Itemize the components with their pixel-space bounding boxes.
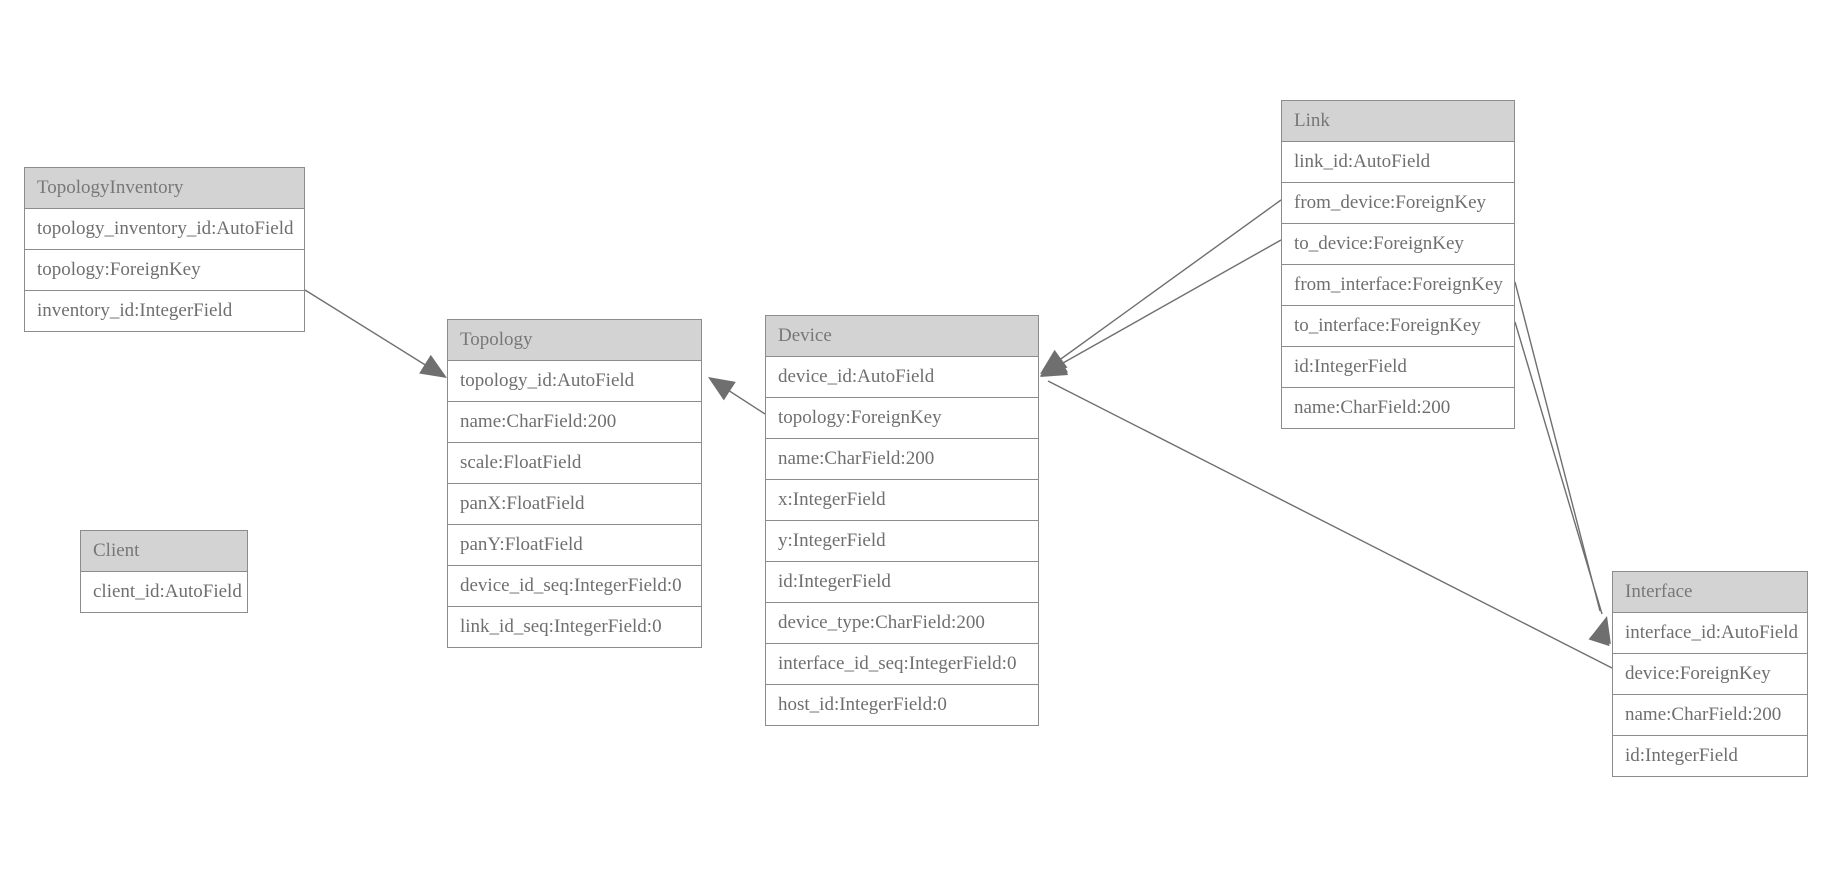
entity-field-row: name:CharField:200 [448, 402, 701, 443]
entity-field-row: id:IntegerField [766, 562, 1038, 603]
entity-field-row: panY:FloatField [448, 525, 701, 566]
entity-field-row: name:CharField:200 [1613, 695, 1807, 736]
entity-field-row: device:ForeignKey [1613, 654, 1807, 695]
entity-field-row: to_interface:ForeignKey [1282, 306, 1514, 347]
entity-field-row: y:IntegerField [766, 521, 1038, 562]
entity-field-row: interface_id:AutoField [1613, 613, 1807, 654]
entity-title-link: Link [1282, 101, 1514, 142]
entity-field-row: scale:FloatField [448, 443, 701, 484]
entity-field-row: name:CharField:200 [766, 439, 1038, 480]
entity-field-row: client_id:AutoField [81, 572, 247, 613]
relationship-line [1514, 321, 1603, 615]
entity-field-row: host_id:IntegerField:0 [766, 685, 1038, 726]
entity-field-row: device_id_seq:IntegerField:0 [448, 566, 701, 607]
entity-field-row: topology_id:AutoField [448, 361, 701, 402]
entity-field-row: from_device:ForeignKey [1282, 183, 1514, 224]
entity-field-row: name:CharField:200 [1282, 388, 1514, 429]
entity-field-row: to_device:ForeignKey [1282, 224, 1514, 265]
entity-field-row: topology:ForeignKey [766, 398, 1038, 439]
entity-title-device: Device [766, 316, 1038, 357]
entity-field-row: topology_inventory_id:AutoField [25, 209, 304, 250]
entity-field-row: from_interface:ForeignKey [1282, 265, 1514, 306]
relationship-arrowhead [708, 377, 736, 401]
relationship-line [713, 380, 766, 415]
relationship-arrowhead [1040, 353, 1069, 376]
relationship-line [1046, 199, 1282, 370]
relationship-line [1514, 281, 1601, 612]
entity-field-row: inventory_id:IntegerField [25, 291, 304, 332]
relationship-line [1046, 239, 1282, 373]
entity-field-row: link_id_seq:IntegerField:0 [448, 607, 701, 648]
relationship-line [304, 289, 444, 377]
entity-title-topology-inventory: TopologyInventory [25, 168, 304, 209]
entity-field-row: id:IntegerField [1282, 347, 1514, 388]
entity-field-row: id:IntegerField [1613, 736, 1807, 777]
entity-field-row: interface_id_seq:IntegerField:0 [766, 644, 1038, 685]
entity-field-row: link_id:AutoField [1282, 142, 1514, 183]
entity-field-row: topology:ForeignKey [25, 250, 304, 291]
entity-field-row: device_type:CharField:200 [766, 603, 1038, 644]
entity-field-row: device_id:AutoField [766, 357, 1038, 398]
entity-title-interface: Interface [1613, 572, 1807, 613]
entity-field-row: panX:FloatField [448, 484, 701, 525]
entity-title-topology: Topology [448, 320, 701, 361]
entity-title-client: Client [81, 531, 247, 572]
entity-field-row: x:IntegerField [766, 480, 1038, 521]
relationship-arrowhead [1040, 355, 1069, 377]
